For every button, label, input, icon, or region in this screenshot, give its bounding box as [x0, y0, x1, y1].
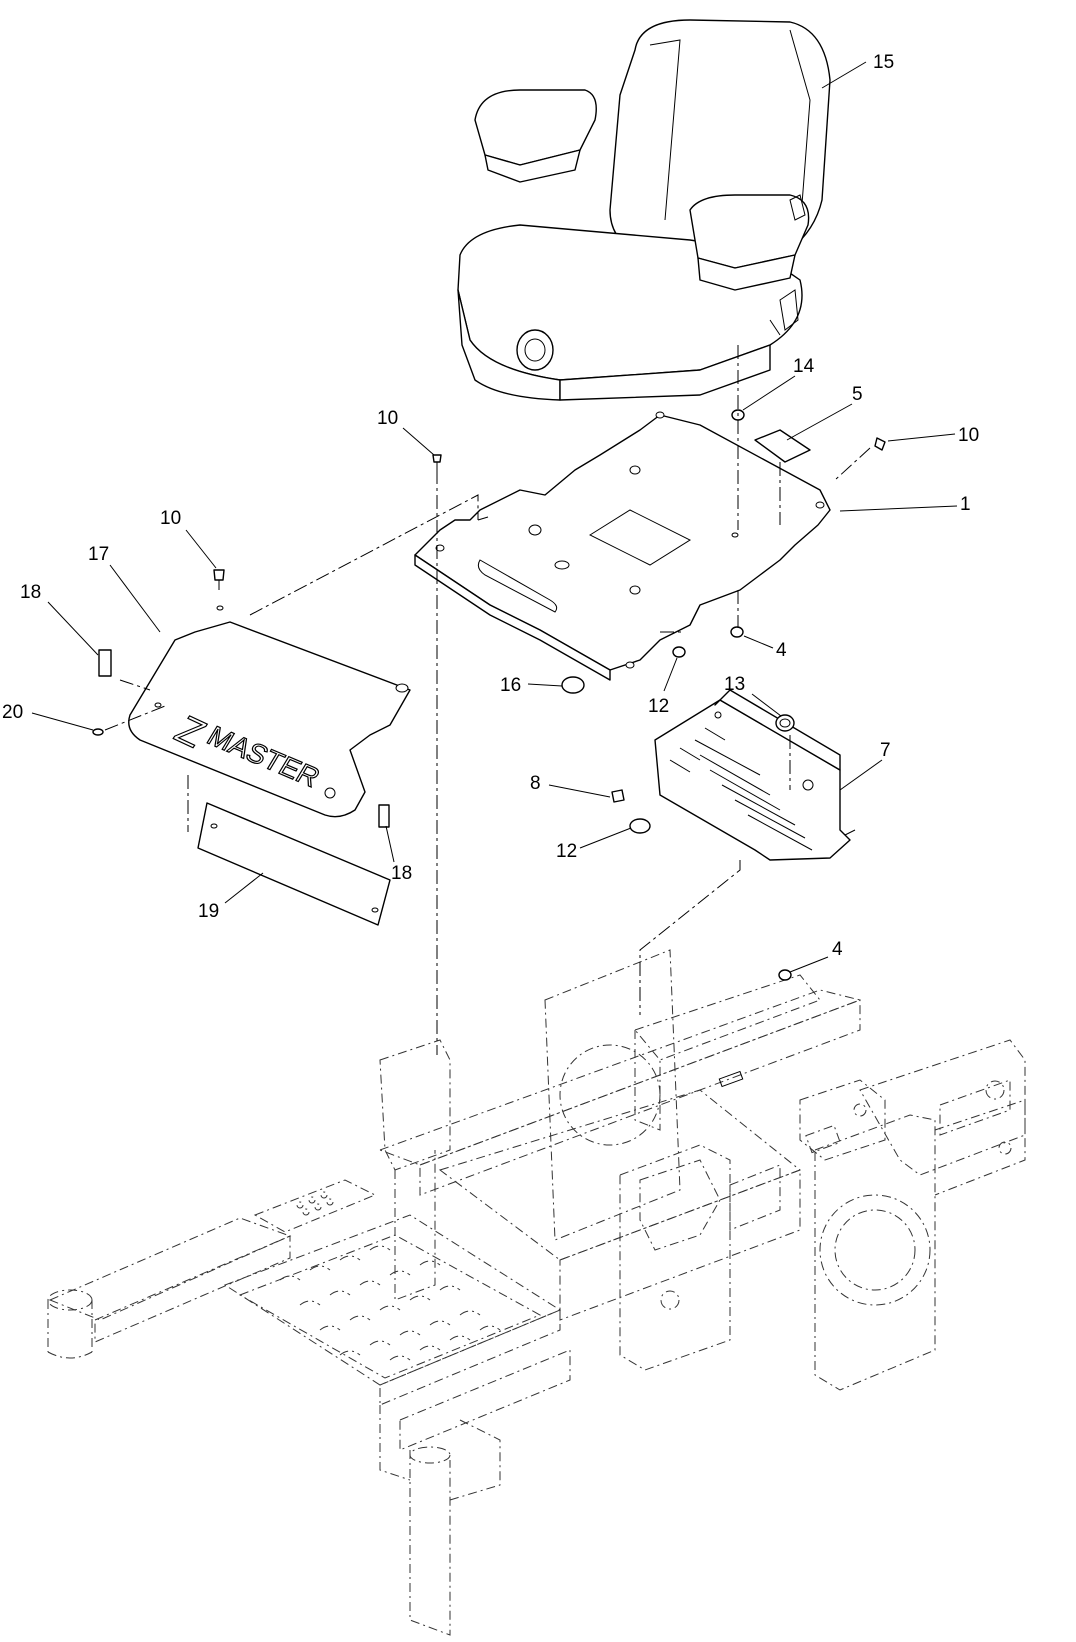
callout-20: 20: [2, 702, 23, 723]
shroud: Z MASTER: [128, 605, 411, 818]
assembly-lines: [104, 345, 871, 1055]
decal-18-left: [98, 649, 112, 677]
callout-15: 15: [873, 52, 894, 73]
plug-20: [92, 728, 104, 736]
callout-4-upper: 4: [776, 640, 787, 661]
callout-19: 19: [198, 901, 219, 922]
callout-12-lower: 12: [556, 841, 577, 862]
decal-19: [197, 802, 391, 926]
callout-18-right: 18: [391, 863, 412, 884]
callout-10-left: 10: [160, 508, 181, 529]
callout-5: 5: [852, 384, 863, 405]
callout-18-left: 18: [20, 582, 41, 603]
callout-14: 14: [793, 356, 815, 377]
callout-1: 1: [960, 494, 971, 515]
callout-13: 13: [724, 674, 745, 695]
seat: [457, 19, 831, 401]
callout-16: 16: [500, 675, 521, 696]
hardware: [213, 409, 886, 981]
seat-bracket: [654, 689, 856, 861]
callout-4-lower: 4: [832, 939, 843, 960]
callouts: 15 14 5 10 10 1 10 17 18 20 4 16 12 13 7…: [2, 52, 979, 973]
mower-frame-phantom: [47, 949, 1026, 1636]
seat-mount-plate: [414, 411, 831, 681]
callout-8: 8: [530, 773, 541, 794]
callout-10-right: 10: [958, 425, 979, 446]
decal-18-right: [378, 804, 390, 828]
callout-10-center: 10: [377, 408, 398, 429]
callout-12-upper: 12: [648, 696, 669, 717]
callout-17: 17: [88, 544, 109, 565]
callout-7: 7: [880, 740, 891, 761]
